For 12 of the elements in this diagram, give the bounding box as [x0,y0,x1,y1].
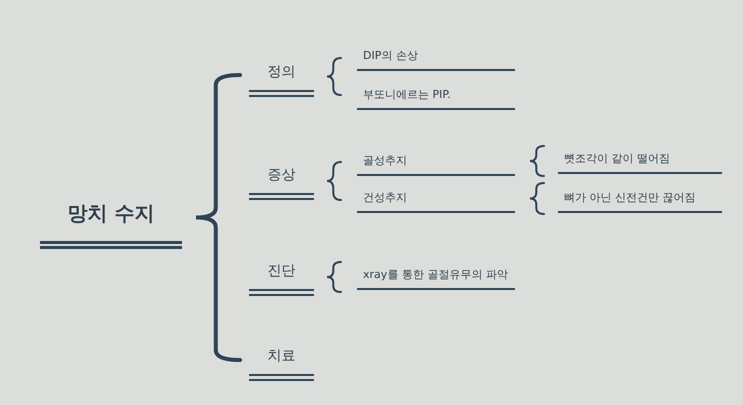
underlined-note: DIP의 손상 [357,48,515,71]
underlined-note: 건성추지 [357,190,515,213]
underlined-heading: 진단 [249,262,314,296]
underlined-note: 골성추지 [357,153,515,176]
underlined-title: 망치 수지 [40,200,182,249]
underlined-note: 부또니에르는 PIP. [357,87,515,110]
underlined-note: 뼈가 아닌 신전건만 끊어짐 [558,190,722,213]
underlined-heading: 치료 [249,347,314,381]
underlined-heading: 증상 [249,166,314,200]
underlined-heading: 정의 [249,63,314,97]
underlined-note: xray를 통한 골절유무의 파악 [357,267,515,290]
underlined-note: 뼛조각이 같이 떨어짐 [558,151,722,174]
